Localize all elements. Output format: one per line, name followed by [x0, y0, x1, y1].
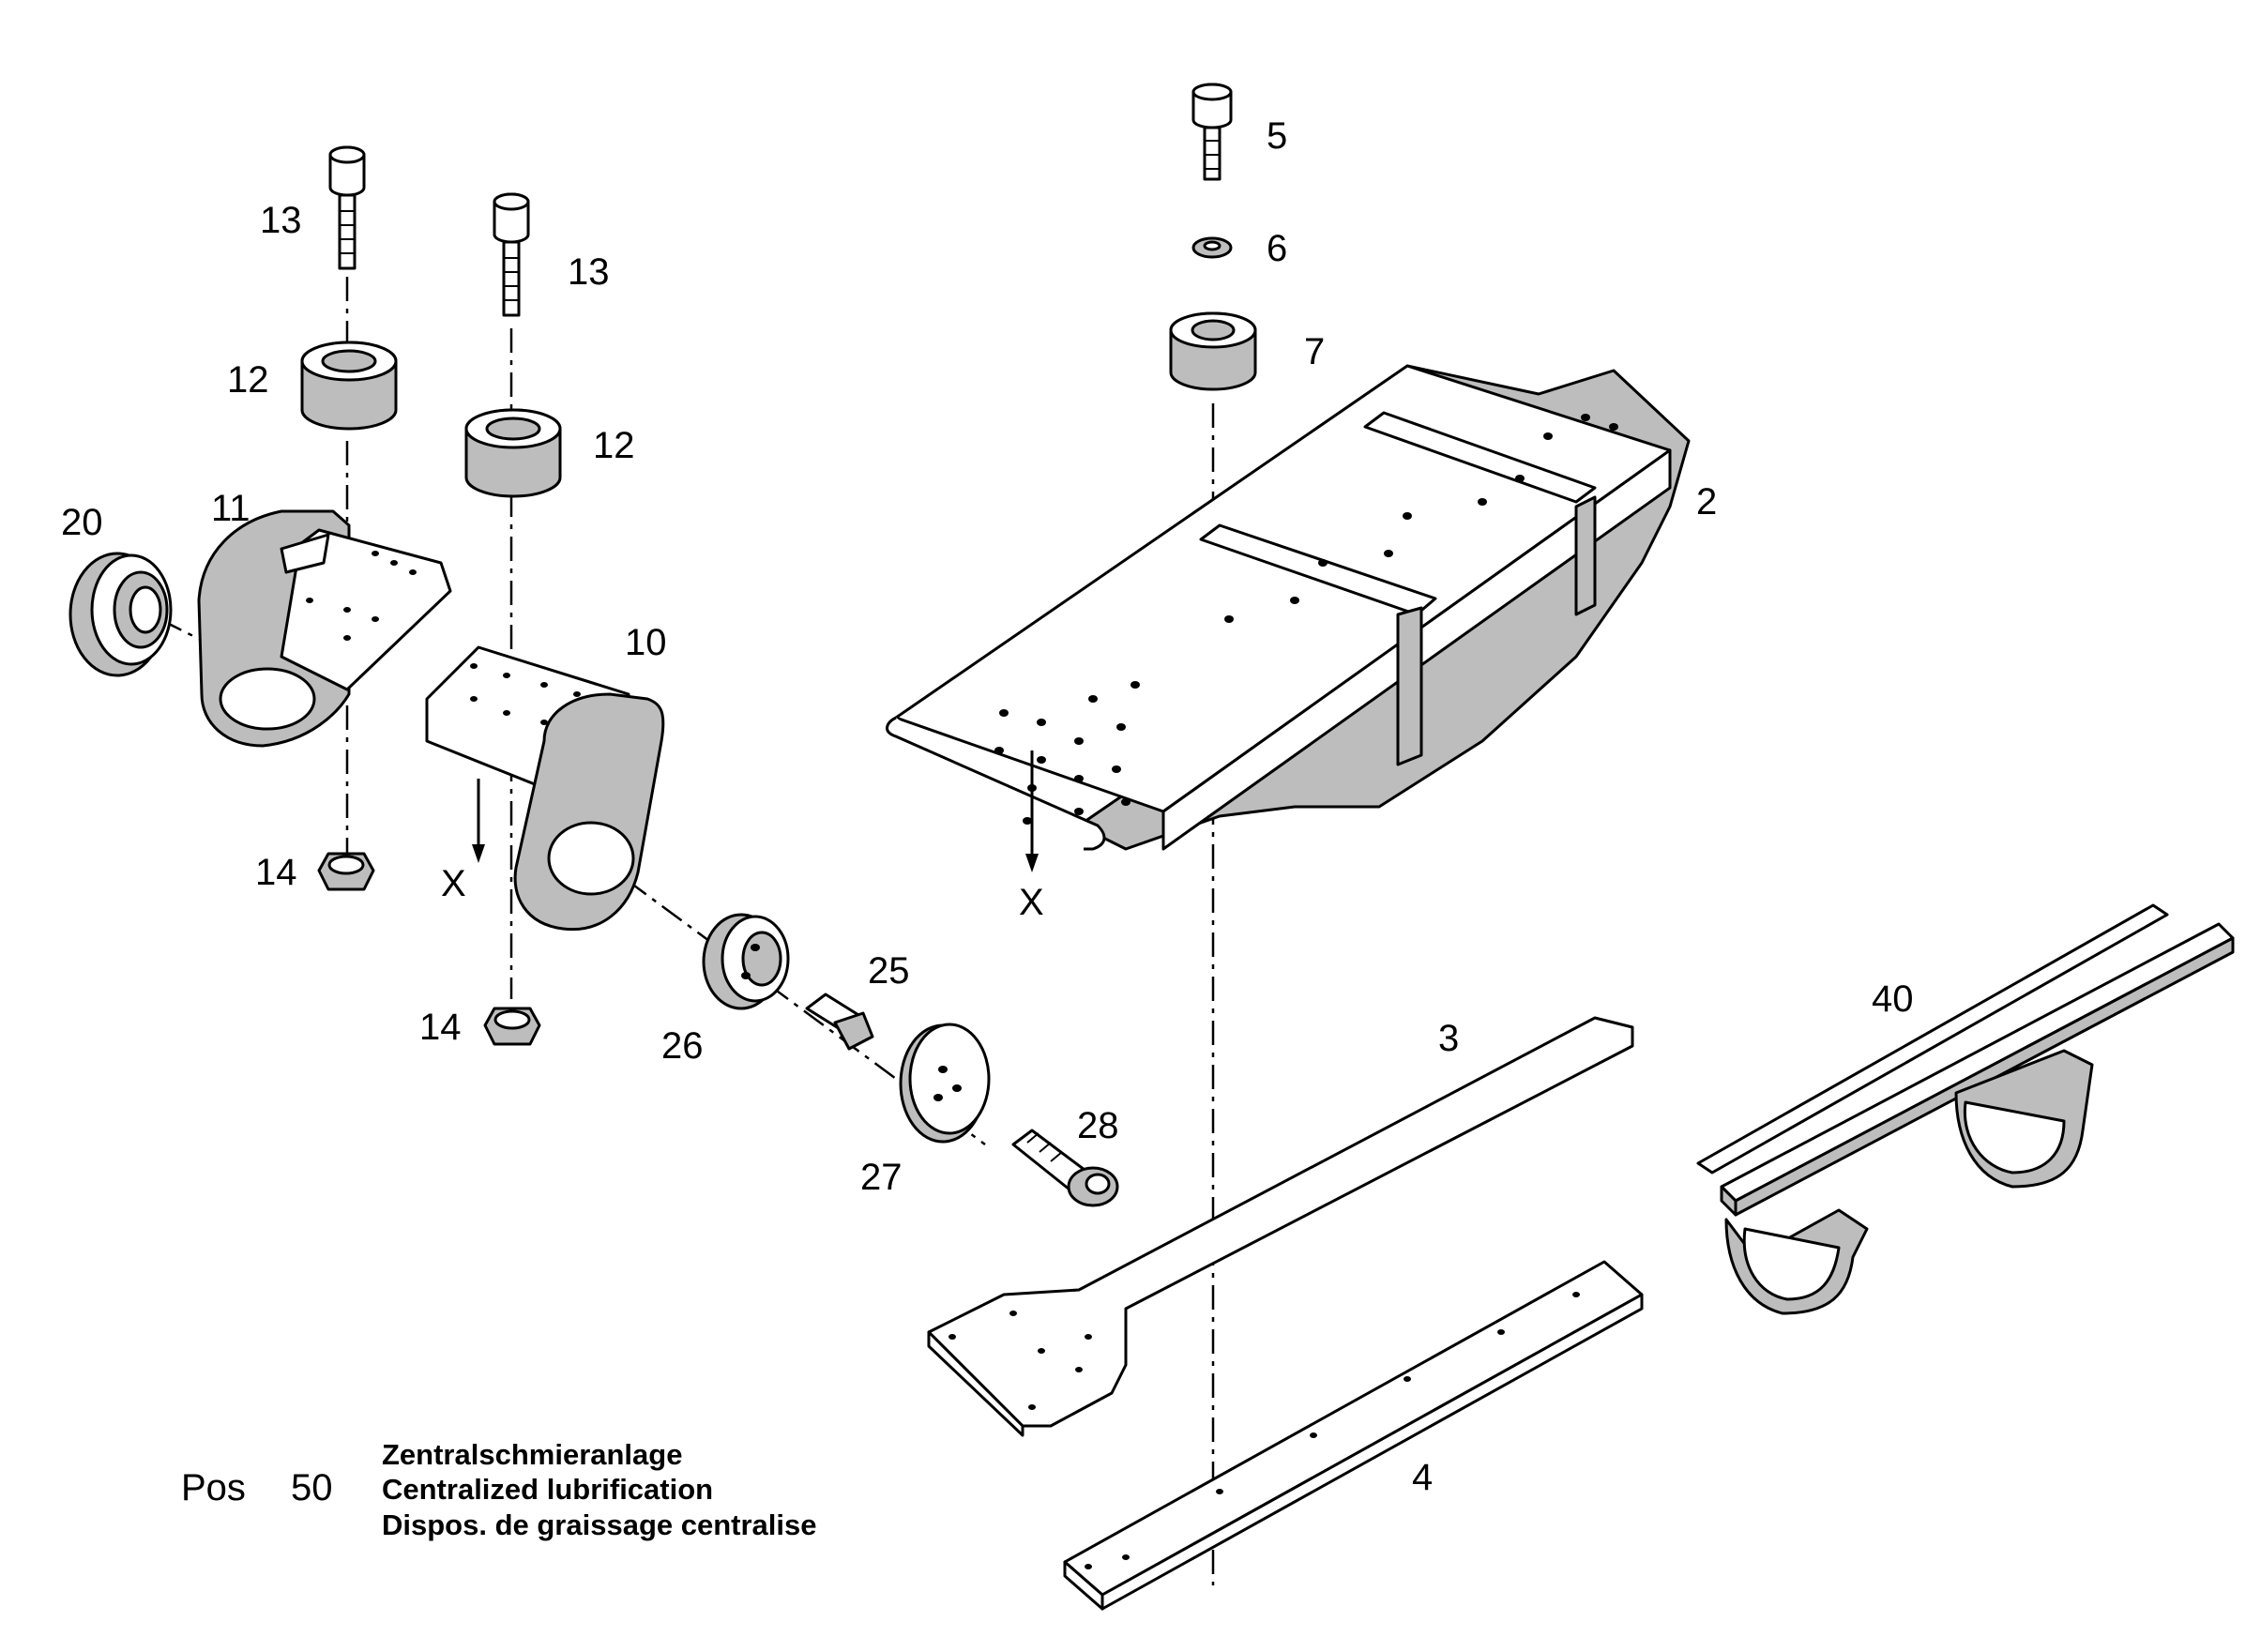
washer-6: [1191, 236, 1233, 259]
grease-nipple-25: [805, 993, 874, 1051]
legend-title-en: Centralized lubrification: [382, 1473, 714, 1506]
bracket-11: [197, 509, 452, 748]
frame-2: [886, 364, 1691, 872]
nut-14-right: [483, 1007, 541, 1046]
label-part-10: 10: [625, 622, 667, 663]
label-part-12-right: 12: [593, 425, 635, 466]
label-part-27: 27: [860, 1157, 903, 1198]
label-part-28: 28: [1077, 1105, 1119, 1146]
bolt-13-left: [328, 145, 366, 270]
label-view-x-left: X: [441, 863, 466, 904]
spacer-7: [1169, 311, 1257, 391]
label-part-12-left: 12: [227, 359, 269, 401]
screw-28: [1011, 1129, 1119, 1207]
legend-pos-number: 50: [291, 1467, 333, 1508]
label-part-7: 7: [1304, 331, 1326, 372]
legend-title-de: Zentralschmieranlage: [382, 1438, 683, 1471]
legend-title-fr: Dispos. de graissage centralise: [382, 1508, 817, 1541]
nut-14-left: [317, 852, 375, 891]
label-part-25: 25: [868, 950, 910, 992]
label-part-26: 26: [661, 1025, 704, 1067]
label-part-20: 20: [61, 502, 103, 543]
spacer-12-left: [300, 341, 398, 431]
bolt-13-right: [493, 192, 530, 317]
label-part-14-right: 14: [419, 1007, 462, 1048]
label-part-5: 5: [1267, 115, 1288, 157]
legend-pos-label: Pos: [181, 1467, 246, 1508]
label-part-13-right: 13: [568, 251, 610, 293]
label-part-11: 11: [211, 488, 250, 529]
label-part-2: 2: [1696, 481, 1718, 523]
label-part-6: 6: [1267, 228, 1288, 269]
label-part-40: 40: [1872, 978, 1914, 1020]
label-part-4: 4: [1412, 1457, 1434, 1498]
label-part-13-left: 13: [260, 200, 302, 241]
bolt-5: [1191, 83, 1233, 181]
bracket-10: [425, 645, 665, 932]
label-part-14-left: 14: [255, 852, 297, 893]
disc-27: [899, 1023, 991, 1144]
rail-40: [1696, 903, 2235, 1315]
pulley-26: [702, 913, 790, 1010]
label-part-3: 3: [1438, 1018, 1460, 1059]
spacer-12-right: [464, 408, 562, 498]
strip-3: [927, 1016, 1634, 1437]
label-view-x-right: X: [1019, 882, 1044, 923]
pulley-20: [68, 552, 173, 677]
bar-4: [1063, 1260, 1644, 1611]
